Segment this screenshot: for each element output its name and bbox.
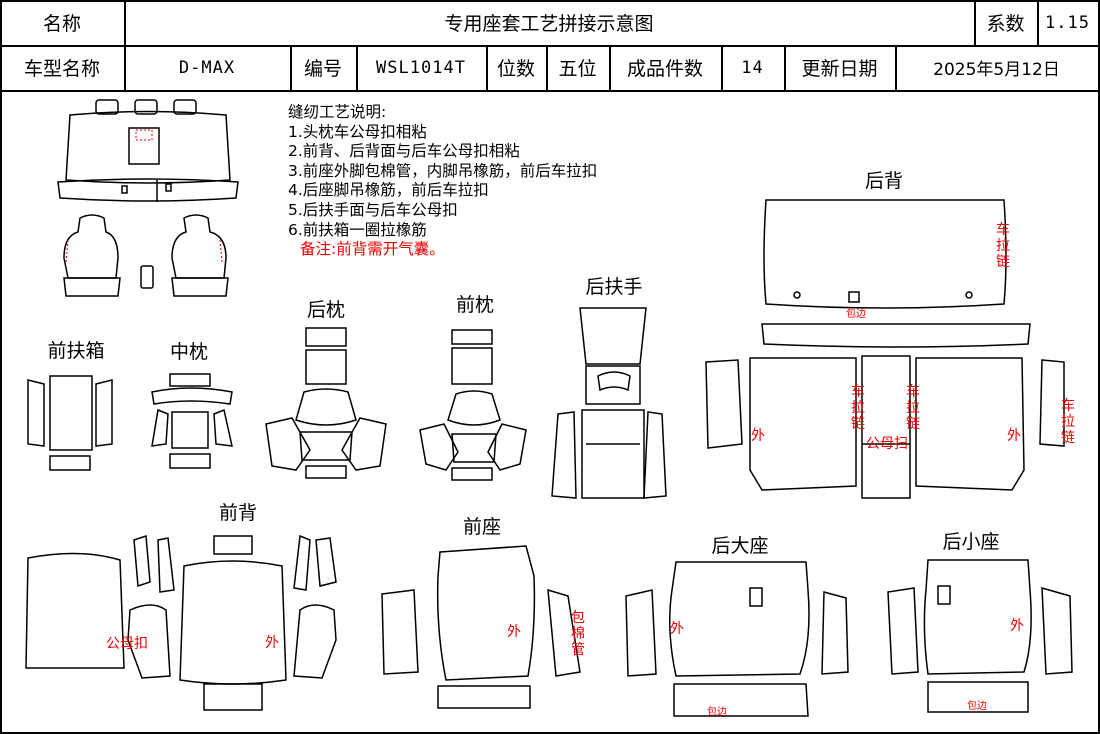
coefficient-label: 系数 (986, 13, 1025, 35)
outer-mark: 外 (1010, 618, 1024, 634)
note-item: 3.前座外脚包棉管，内脚吊橡筋，前后车拉扣 (288, 161, 598, 180)
pieces-value: 14 (741, 57, 764, 78)
front-armbox-pattern (27, 375, 113, 471)
outer-mark: 外 (670, 621, 684, 637)
section-rear-headrest: 后枕 (306, 299, 346, 321)
notes-heading: 缝纫工艺说明: (288, 103, 387, 121)
note-item: 4.后座脚吊橡筋，前后车拉扣 (288, 181, 489, 200)
front-seat-pattern (381, 545, 581, 709)
outer-mark: 外 (265, 635, 279, 651)
date-value: 2025年5月12日 (933, 60, 1060, 80)
outer-mark: 外 (1007, 428, 1021, 444)
coefficient-value: 1.15 (1045, 12, 1090, 33)
code-value: WSL1014T (376, 57, 466, 78)
zipper-mark: 车拉链 (996, 222, 1010, 270)
pieces-label: 成品件数 (626, 58, 703, 80)
name-label: 名称 (42, 13, 81, 35)
snap-mark: 公母扣 (106, 636, 148, 652)
section-rear-big-seat: 后大座 (711, 535, 769, 557)
section-rear-small-seat: 后小座 (942, 531, 1000, 553)
hem-mark: 包边 (707, 707, 727, 718)
date-label: 更新日期 (801, 58, 878, 80)
model-label: 车型名称 (23, 58, 100, 80)
rear-bench-overview (57, 99, 239, 202)
section-front-armbox: 前扶箱 (47, 340, 105, 362)
front-headrest-pattern (419, 329, 527, 481)
notes-remark: 备注:前背需开气囊。 (300, 240, 445, 259)
section-middle-headrest: 中枕 (169, 341, 209, 363)
section-front-seat: 前座 (462, 516, 502, 538)
cotton-tube-mark: 包棉管 (571, 610, 585, 658)
rear-armrest-pattern (551, 307, 667, 499)
section-front-back: 前背 (218, 502, 258, 524)
rear-big-seat-pattern (625, 561, 849, 717)
note-item: 1.头枕车公母扣相粘 (288, 122, 427, 141)
rear-small-seat-pattern (887, 559, 1073, 713)
code-label: 编号 (303, 58, 342, 80)
note-item: 2.前背、后背面与后车公母扣相粘 (288, 142, 520, 161)
front-seats-overview (63, 214, 229, 297)
section-front-headrest: 前枕 (455, 294, 495, 316)
section-rear-armrest: 后扶手 (585, 276, 643, 298)
middle-headrest-pattern (151, 373, 233, 469)
note-item: 6.前扶箱一圈拉橡筋 (288, 220, 427, 239)
sewing-notes: 缝纫工艺说明: 1.头枕车公母扣相粘 2.前背、后背面与后车公母扣相粘 3.前座… (288, 103, 597, 260)
outer-mark: 外 (507, 624, 521, 640)
seats-value: 五位 (558, 58, 597, 80)
hem-mark: 包边 (846, 309, 866, 320)
sheet-title: 专用座套工艺拼接示意图 (444, 13, 654, 35)
front-back-pattern (25, 534, 337, 711)
note-item: 5.后扶手面与后车公母扣 (288, 200, 458, 219)
zipper-mark: 车拉链 (906, 384, 920, 432)
hem-mark: 包边 (967, 701, 987, 712)
rear-headrest-pattern (265, 327, 387, 479)
zipper-mark: 车拉链 (1061, 398, 1075, 446)
model-value: D-MAX (178, 57, 236, 78)
rear-back-pattern (705, 199, 1065, 499)
snap-mark: 公母扫 (866, 436, 908, 452)
seats-label: 位数 (496, 58, 535, 80)
outer-mark: 外 (751, 428, 765, 444)
section-rear-back: 后背 (864, 170, 904, 192)
zipper-mark: 车拉链 (851, 384, 865, 432)
